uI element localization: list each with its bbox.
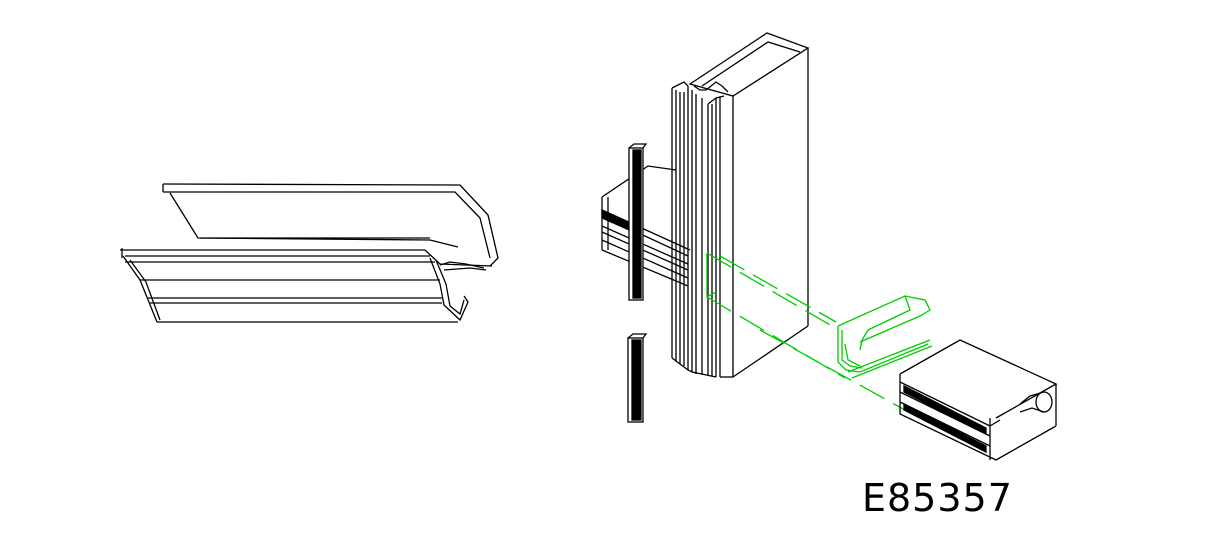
mullion-profile (671, 32, 810, 378)
part-code-label: E85357 (862, 476, 1013, 520)
right-transom-section (899, 339, 1058, 461)
clip-profile-detail (120, 183, 499, 323)
gasket-strip-lower (627, 333, 648, 423)
gasket-strip-upper (628, 143, 648, 301)
left-transom-stub (601, 165, 691, 287)
highlighted-clip-e85357 (706, 252, 933, 411)
